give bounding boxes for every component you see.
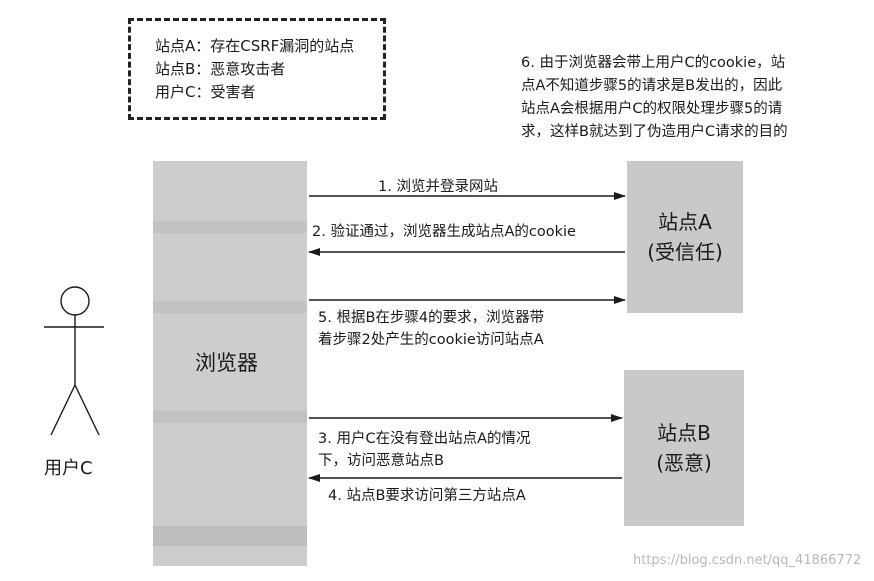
watermark: https://blog.csdn.net/qq_41866772 bbox=[633, 553, 862, 568]
legend-site-b: 站点B：恶意攻击者 bbox=[155, 60, 286, 78]
user-stick-figure-icon bbox=[44, 286, 104, 436]
legend-user-c: 用户C：受害者 bbox=[155, 83, 256, 101]
note-line: 站点A会根据用户C的权限处理步骤5的请 bbox=[521, 101, 783, 117]
site-b-name: 站点B bbox=[657, 421, 711, 445]
scan-band bbox=[153, 526, 307, 546]
step-1-text: 1. 浏览并登录网站 bbox=[378, 179, 498, 195]
scan-band bbox=[153, 301, 307, 313]
step-5-text-line-1: 5. 根据B在步骤4的要求，浏览器带 bbox=[318, 310, 545, 326]
step-3-label: 3. 用户C在没有登出站点A的情况 下，访问恶意站点B bbox=[318, 428, 531, 472]
legend-box: 站点A：存在CSRF漏洞的站点 站点B：恶意攻击者 用户C：受害者 bbox=[128, 18, 386, 120]
step-3-text-line-2: 下，访问恶意站点B bbox=[318, 453, 444, 469]
site-a-name: 站点A bbox=[658, 210, 712, 234]
step-6-note: 6. 由于浏览器会带上用户C的cookie，站 点A不知道步骤5的请求是B发出的… bbox=[521, 52, 861, 144]
note-line: 求，这样B就达到了伪造用户C请求的目的 bbox=[521, 124, 788, 140]
site-a-role: (受信任) bbox=[647, 240, 723, 264]
step-1-label: 1. 浏览并登录网站 bbox=[378, 176, 498, 198]
step-5-label: 5. 根据B在步骤4的要求，浏览器带 着步骤2处产生的cookie访问站点A bbox=[318, 307, 544, 351]
site-b-box: 站点B (恶意) bbox=[624, 370, 744, 526]
step-4-label: 4. 站点B要求访问第三方站点A bbox=[328, 485, 526, 507]
browser-label: 浏览器 bbox=[195, 351, 258, 375]
site-a-box: 站点A (受信任) bbox=[627, 161, 743, 313]
user-c-label: 用户C bbox=[44, 458, 93, 479]
step-4-text: 4. 站点B要求访问第三方站点A bbox=[328, 488, 526, 504]
site-b-role: (恶意) bbox=[656, 451, 712, 475]
scan-band bbox=[153, 221, 307, 233]
step-2-label: 2. 验证通过，浏览器生成站点A的cookie bbox=[312, 221, 576, 243]
step-2-text: 2. 验证通过，浏览器生成站点A的cookie bbox=[312, 224, 576, 240]
legend-site-a: 站点A：存在CSRF漏洞的站点 bbox=[155, 37, 355, 55]
step-5-text-line-2: 着步骤2处产生的cookie访问站点A bbox=[318, 332, 544, 348]
note-line: 点A不知道步骤5的请求是B发出的，因此 bbox=[521, 78, 783, 94]
scan-band bbox=[153, 411, 307, 423]
step-3-text-line-1: 3. 用户C在没有登出站点A的情况 bbox=[318, 431, 531, 447]
note-line: 6. 由于浏览器会带上用户C的cookie，站 bbox=[521, 55, 786, 71]
browser-column bbox=[153, 161, 307, 566]
